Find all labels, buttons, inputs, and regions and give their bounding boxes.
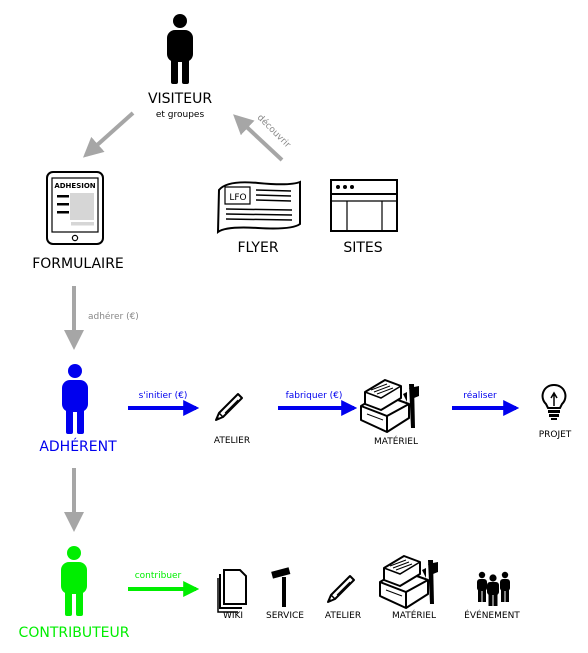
atelier-adherent-label: ATELIER — [214, 436, 250, 446]
arrow-visiteur-formulaire — [83, 111, 135, 158]
projet-lightbulb-icon — [541, 383, 567, 420]
atelier-contrib-label: ATELIER — [325, 611, 361, 621]
service-label: SERVICE — [266, 611, 304, 621]
contributeur-label: CONTRIBUTEUR — [19, 625, 130, 641]
evenement-label: ÉVÉNEMENT — [464, 609, 520, 621]
sites-label: SITES — [343, 240, 382, 256]
adherent-person-icon — [62, 364, 88, 434]
decouvrir-label: découvrir — [255, 112, 293, 150]
formulaire-label: FORMULAIRE — [32, 256, 124, 272]
materiel-machine-icon — [360, 379, 420, 433]
materiel-contrib-label: MATÉRIEL — [392, 609, 436, 621]
initier-label: s'initier (€) — [139, 391, 188, 401]
flyer-logo: LFO — [229, 193, 246, 203]
service-hammer-icon — [271, 567, 291, 607]
atelier-pencil-icon — [215, 393, 243, 421]
evenement-group-icon — [477, 571, 510, 606]
wiki-pages-icon — [217, 569, 247, 613]
flyer-label: FLYER — [237, 240, 278, 256]
adherer-label: adhérer (€) — [88, 311, 139, 322]
formulaire-tablet-icon — [46, 171, 104, 245]
formulaire-doc-header: ADHESION — [54, 182, 95, 190]
materiel-adherent-label: MATÉRIEL — [374, 435, 418, 447]
contribuer-label: contribuer — [135, 571, 182, 581]
atelier-contrib-pencil-icon — [327, 575, 355, 603]
adherent-label: ADHÉRENT — [39, 438, 117, 455]
visiteur-sublabel: et groupes — [156, 110, 205, 120]
projet-label: PROJET — [539, 430, 572, 440]
wiki-label: WIKI — [223, 611, 243, 621]
realiser-label: réaliser — [463, 390, 497, 401]
visiteur-person-icon — [167, 14, 193, 84]
fabriquer-label: fabriquer (€) — [286, 391, 343, 401]
sites-browser-icon — [330, 179, 398, 232]
visiteur-label: VISITEUR — [148, 91, 212, 107]
flyer-icon — [216, 180, 301, 235]
arrow-decouvrir — [233, 114, 284, 162]
materiel-contrib-machine-icon — [379, 555, 439, 609]
contributeur-person-icon — [61, 546, 87, 616]
